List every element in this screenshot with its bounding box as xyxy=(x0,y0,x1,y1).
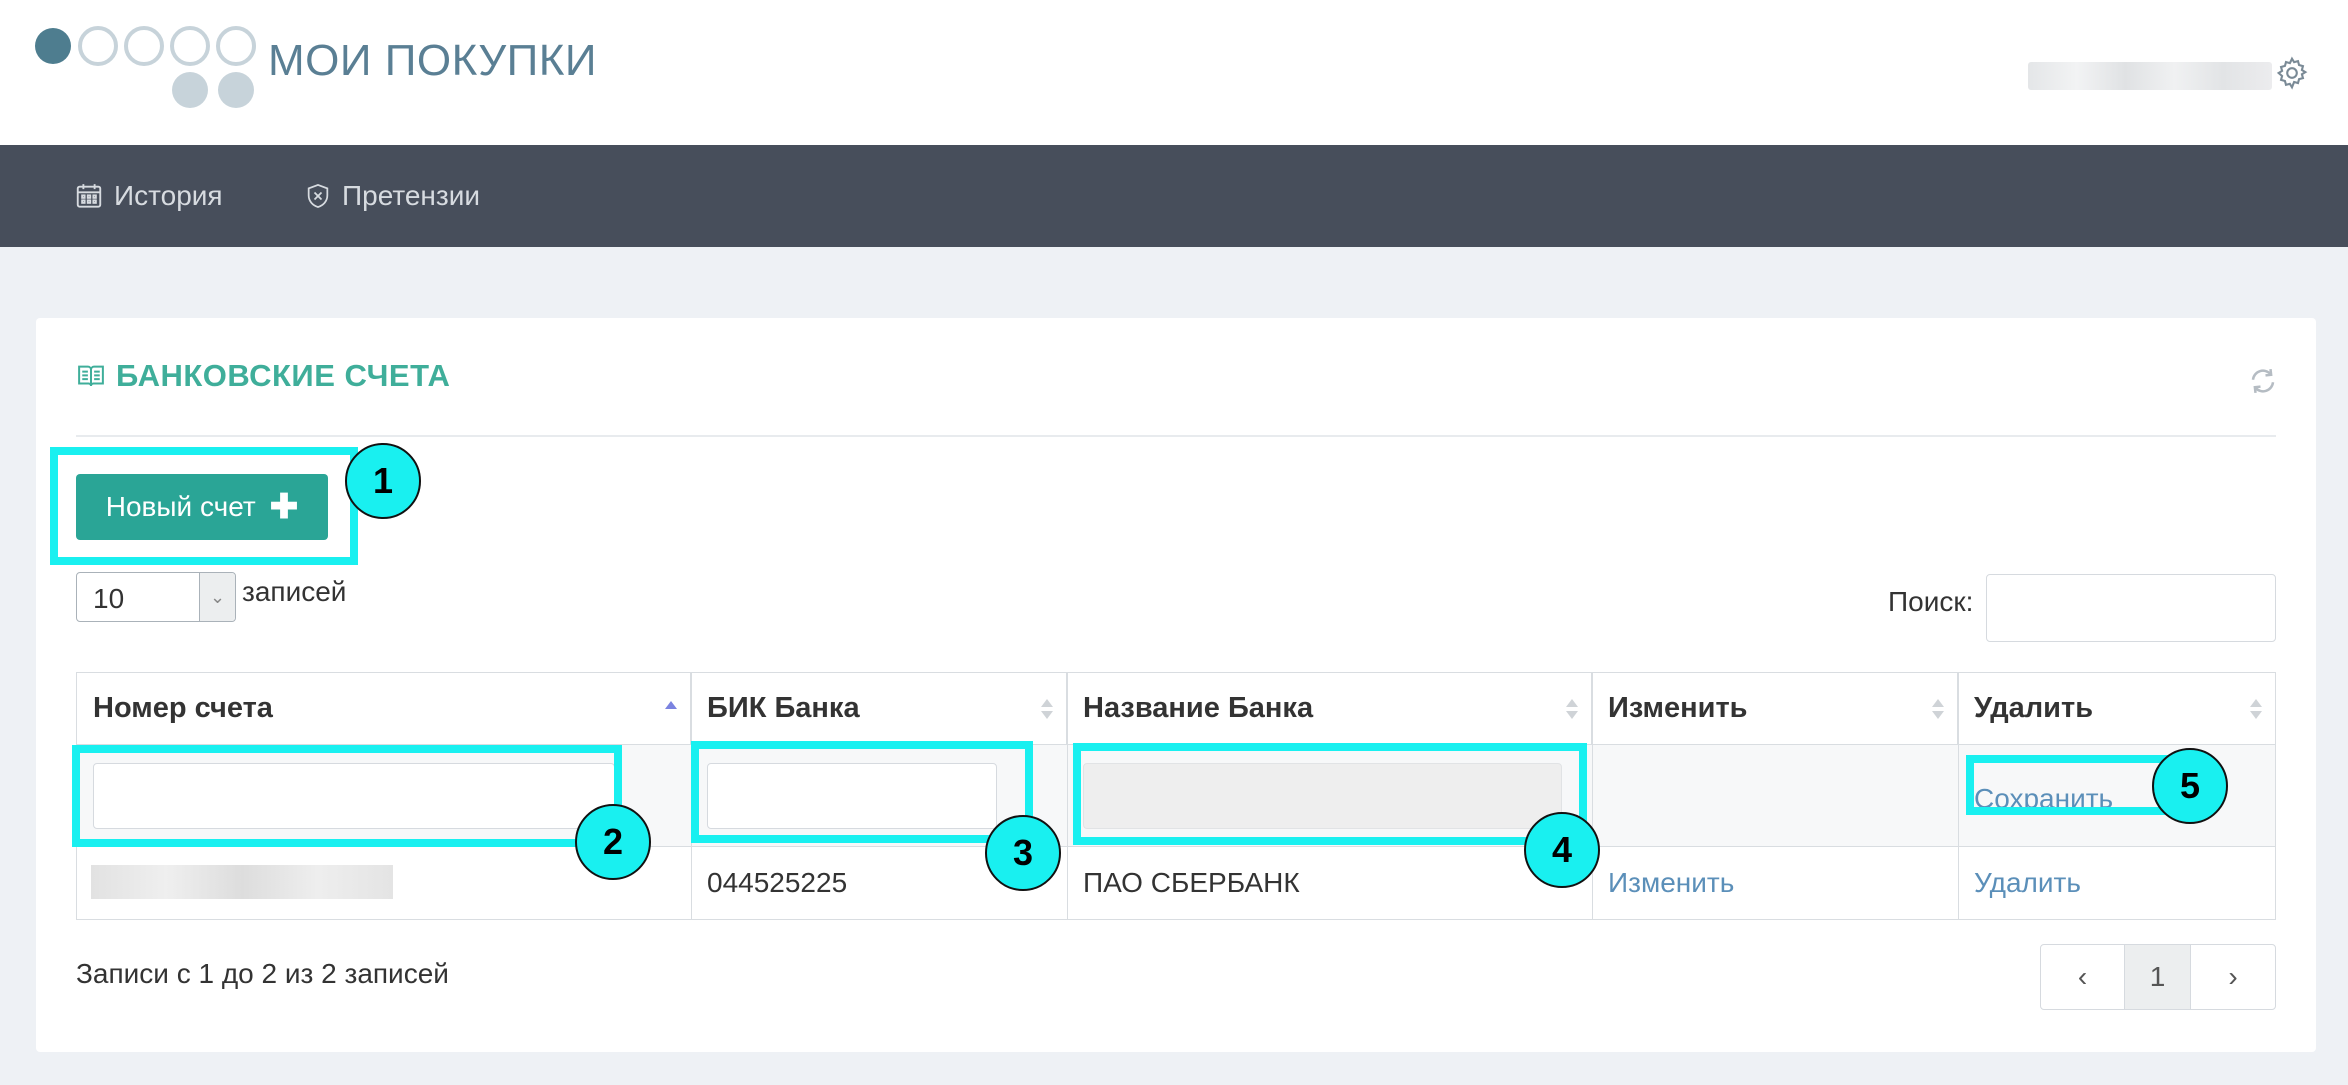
page-size-select[interactable]: 10 ⌄ xyxy=(76,572,236,622)
search-label: Поиск: xyxy=(1888,586,1974,617)
column-header-label: Изменить xyxy=(1608,692,1748,724)
pagination-next-button[interactable]: › xyxy=(2228,961,2238,992)
new-account-button-label: Новый счет xyxy=(105,491,256,522)
annotation-badge-4: 4 xyxy=(1524,812,1600,888)
panel-title: БАНКОВСКИЕ СЧЕТА xyxy=(76,358,450,394)
refresh-icon[interactable] xyxy=(2248,366,2278,396)
nav-item-claims[interactable]: Претензии xyxy=(304,145,480,247)
column-header-bik[interactable]: БИК Банка xyxy=(691,673,1067,745)
column-header-label: Название Банка xyxy=(1083,692,1314,724)
shield-icon xyxy=(307,183,329,209)
app-title: МОИ ПОКУПКИ xyxy=(268,36,598,85)
annotation-highlight-3 xyxy=(691,741,1033,843)
table-info: Записи с 1 до 2 из 2 записей xyxy=(76,958,449,989)
pagination-prev-button[interactable]: ‹ xyxy=(2041,945,2125,1009)
bank-name-input xyxy=(1083,763,1562,829)
column-header-label: Номер счета xyxy=(93,692,273,724)
divider xyxy=(76,435,2276,437)
sort-icon xyxy=(1566,699,1578,719)
annotation-badge-3: 3 xyxy=(985,815,1061,891)
annotation-badge-1: 1 xyxy=(345,443,421,519)
column-header-bank-name[interactable]: Название Банка xyxy=(1067,673,1592,745)
calendar-icon xyxy=(76,184,102,208)
plus-icon: ✚ xyxy=(269,488,299,526)
nav-item-history[interactable]: История xyxy=(74,145,223,247)
column-header-edit[interactable]: Изменить xyxy=(1592,673,1958,745)
records-label: записей xyxy=(242,576,347,607)
accounts-table: Номер счета БИК Банка Название Банка Изм… xyxy=(76,672,2276,920)
account-number-input[interactable] xyxy=(93,763,615,829)
nav-item-label: Претензии xyxy=(342,180,481,211)
annotation-highlight-4 xyxy=(1073,743,1587,845)
pagination: ‹ 1 › xyxy=(2040,944,2276,1010)
annotation-highlight-2 xyxy=(72,745,622,847)
bank-accounts-panel: БАНКОВСКИЕ СЧЕТА Новый счет ✚ 10 ⌄ запис… xyxy=(36,318,2316,1052)
bank-name-value: ПАО СБЕРБАНК xyxy=(1083,867,1300,898)
bik-value: 044525225 xyxy=(707,867,848,898)
account-number-blurred xyxy=(91,865,393,899)
logo xyxy=(33,24,273,110)
panel-title-text: БАНКОВСКИЕ СЧЕТА xyxy=(116,358,451,393)
annotation-badge-5: 5 xyxy=(2152,748,2228,824)
sort-asc-icon xyxy=(665,701,677,709)
edit-link[interactable]: Изменить xyxy=(1608,867,1735,898)
annotation-badge-2: 2 xyxy=(575,804,651,880)
annotation-highlight-5 xyxy=(1966,755,2168,815)
bik-input[interactable] xyxy=(707,763,997,829)
column-header-delete[interactable]: Удалить xyxy=(1958,673,2275,745)
annotation-highlight-1 xyxy=(50,447,358,565)
column-header-account[interactable]: Номер счета xyxy=(77,673,691,745)
chevron-down-icon: ⌄ xyxy=(199,573,235,621)
gear-icon[interactable] xyxy=(2274,55,2310,91)
sort-icon xyxy=(1041,699,1053,719)
nav-item-label: История xyxy=(114,180,223,211)
sort-icon xyxy=(1932,699,1944,719)
search-input[interactable] xyxy=(1986,574,2276,642)
column-header-label: Удалить xyxy=(1974,692,2094,724)
delete-link[interactable]: Удалить xyxy=(1974,867,2081,898)
new-account-button[interactable]: Новый счет ✚ xyxy=(76,474,328,540)
sort-icon xyxy=(2250,699,2262,719)
app-header: МОИ ПОКУПКИ xyxy=(0,0,2348,145)
book-icon xyxy=(78,365,104,387)
user-name-blurred[interactable] xyxy=(2028,62,2272,90)
pagination-page-button[interactable]: 1 xyxy=(2125,945,2191,1009)
table-row xyxy=(77,847,2275,919)
column-header-label: БИК Банка xyxy=(707,692,860,724)
main-nav: История Претензии xyxy=(0,145,2348,247)
page-size-value: 10 xyxy=(93,583,125,614)
